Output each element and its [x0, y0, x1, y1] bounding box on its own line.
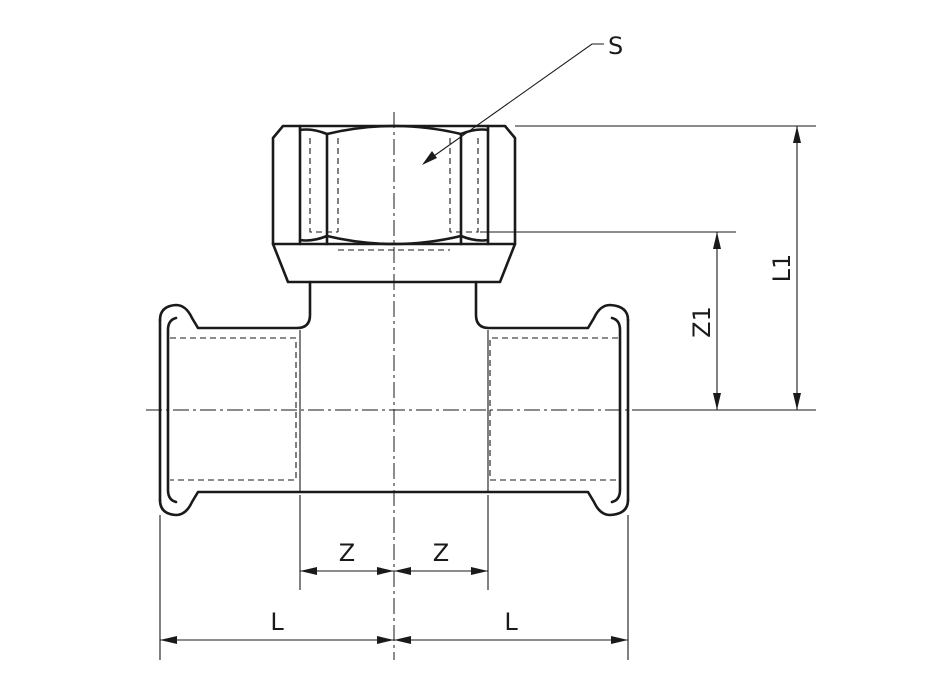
- extension-lines: [159, 125, 816, 660]
- arrow-z1-bottom: [713, 393, 721, 410]
- arrow-l-left: [160, 636, 177, 644]
- dim-l1: L1: [768, 126, 801, 410]
- label-l-right: L: [504, 608, 518, 636]
- label-z1: Z1: [688, 306, 716, 338]
- label-z-right: Z: [433, 539, 449, 567]
- leader-line-s: [423, 43, 604, 164]
- arrow-l1-top: [793, 126, 801, 143]
- label-l-left: L: [270, 608, 284, 636]
- bore-left-hidden: [170, 337, 297, 481]
- arrow-l-right: [611, 636, 628, 644]
- label-s: S: [608, 32, 623, 60]
- arrow-s: [422, 151, 437, 165]
- socket-stops: [299, 330, 489, 492]
- label-l1: L1: [768, 254, 796, 283]
- run-top-outline: [158, 280, 630, 330]
- thread-hidden-left: [309, 138, 338, 233]
- dim-z: Z Z: [300, 539, 488, 575]
- arrow-z1-top: [713, 232, 721, 249]
- run-bottom-outline: [158, 490, 630, 517]
- arrow-z-left: [300, 567, 317, 575]
- hex-bottom-curve: [298, 234, 490, 246]
- bore-right-hidden: [489, 337, 618, 481]
- thread-hidden-right: [450, 138, 479, 233]
- leader-s: S: [422, 32, 623, 165]
- arrow-z-center-l: [377, 567, 394, 575]
- center-lines: [146, 112, 642, 660]
- arrow-l-center-l: [377, 636, 394, 644]
- arrow-z-right: [471, 567, 488, 575]
- dim-l: L L: [160, 608, 628, 644]
- hex-nut-outline: [271, 124, 517, 284]
- arrow-z-center-r: [394, 567, 411, 575]
- arrow-l1-bottom: [793, 393, 801, 410]
- label-z-left: Z: [339, 539, 355, 567]
- dim-z1: Z1: [688, 232, 721, 410]
- arrow-l-center-r: [394, 636, 411, 644]
